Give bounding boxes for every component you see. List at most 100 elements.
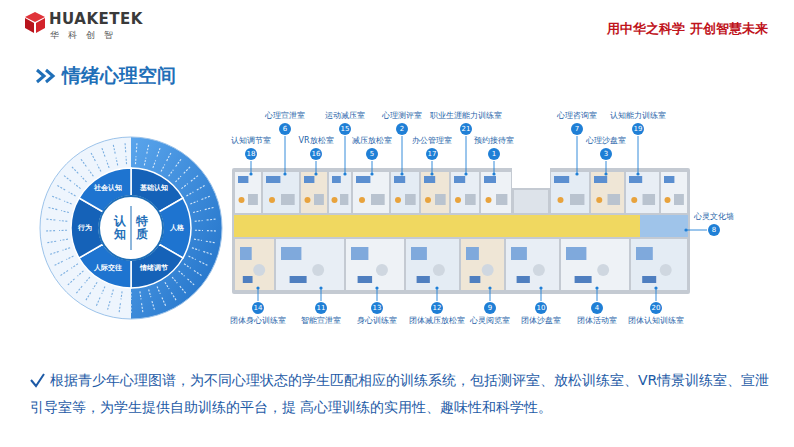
tiny-text-mark [195, 230, 203, 231]
leader-dot [375, 286, 378, 289]
callout-number: 8 [708, 224, 720, 236]
furniture [304, 176, 314, 183]
room-callout: 心理沙盘室3 [586, 136, 626, 162]
tiny-text-mark [61, 211, 69, 213]
tiny-text-mark [144, 158, 146, 166]
outer-ring-right [131, 137, 222, 319]
room-name: 预约接待室 [474, 136, 514, 146]
room-floor [506, 239, 559, 290]
tiny-text-mark [74, 184, 80, 189]
furniture [238, 176, 248, 183]
room-floor [451, 172, 479, 213]
tiny-text-mark [172, 277, 177, 283]
leader-line [437, 288, 438, 301]
tiny-text-mark [81, 176, 87, 182]
room-floor [391, 172, 419, 213]
callout-number: 14 [252, 302, 264, 314]
room-callout: 4团体活动室 [577, 300, 617, 326]
tiny-text-mark [180, 286, 186, 294]
tiny-text-mark [102, 286, 105, 293]
furniture [643, 194, 656, 205]
room-callout: 心理咨询室7 [557, 111, 597, 137]
room-name: 心理沙盘室 [586, 136, 626, 146]
furniture [455, 197, 461, 203]
tiny-text-mark [63, 248, 71, 250]
caption-text: 根据青少年心理图谱，为不同心理状态的学生匹配相应的训练系统，包括测评室、放松训练… [30, 367, 775, 421]
leader-dot [464, 172, 467, 175]
leader-line [494, 161, 495, 174]
leader-line [577, 136, 578, 174]
furniture [597, 264, 609, 276]
callout-number: 15 [339, 123, 351, 135]
furniture [340, 194, 348, 205]
furniture [486, 197, 492, 203]
furniture [305, 197, 311, 203]
tiny-text-mark [45, 219, 55, 220]
furniture [629, 176, 642, 183]
room-floor [235, 239, 274, 290]
tiny-text-mark [184, 264, 191, 268]
room-name: 团体身心训练室 [230, 316, 286, 326]
tiny-text-mark [69, 192, 76, 196]
tiny-text-mark [71, 166, 78, 173]
furniture [248, 194, 258, 205]
leader-line [638, 136, 639, 174]
leader-line [490, 288, 491, 301]
room-callout: VR放松室16 [298, 136, 333, 162]
room-callout: 减压放松室5 [352, 136, 392, 162]
tiny-text-mark [96, 297, 100, 306]
leader-dot [430, 172, 433, 175]
callout-number: 17 [426, 148, 438, 160]
furniture [332, 197, 338, 203]
tiny-text-mark [161, 164, 165, 171]
ring-label: 情绪调节 [140, 263, 168, 273]
room-floor [406, 239, 459, 290]
tiny-text-mark [147, 144, 149, 154]
room-callout: 预约接待室 1 [474, 136, 514, 162]
leader-dot [400, 172, 403, 175]
center-circle [99, 196, 163, 260]
furniture [570, 194, 584, 205]
tiny-text-mark [142, 303, 143, 313]
tiny-text-mark [48, 207, 58, 209]
tiny-text-mark [190, 201, 197, 204]
center-divider [131, 206, 132, 250]
tiny-text-mark [57, 185, 66, 190]
furniture [631, 197, 637, 203]
leader-line [541, 288, 542, 301]
center-word: 认知 [114, 215, 126, 241]
brand-subtitle: 华 科 创 智 [50, 29, 116, 42]
furniture [496, 194, 507, 205]
tiny-text-mark [176, 158, 182, 166]
room-floor [421, 172, 449, 213]
tiny-text-mark [49, 251, 59, 254]
furniture [405, 194, 416, 205]
tiny-text-mark [89, 170, 94, 176]
tiny-text-mark [121, 291, 122, 299]
leader-line [606, 161, 607, 174]
tiny-text-mark [169, 170, 174, 176]
tiny-text-mark [203, 251, 213, 254]
room-name: 团体沙盘室 [521, 316, 561, 326]
furniture [558, 197, 564, 203]
tiny-text-mark [171, 292, 176, 300]
wheel-diagram [40, 137, 222, 319]
outer-ring-border [40, 137, 222, 319]
leader-dot [343, 172, 346, 175]
tiny-text-mark [85, 277, 90, 283]
tiny-text-mark [194, 270, 202, 276]
leader-line [321, 288, 322, 301]
room-name: 认知能力训练室 [610, 111, 666, 121]
room-floor [301, 172, 327, 213]
tiny-text-mark [102, 147, 105, 156]
tiny-text-mark [125, 156, 127, 164]
callout-number: 20 [650, 302, 662, 314]
furniture [356, 176, 370, 183]
furniture [424, 176, 435, 183]
callout-number: 1 [488, 148, 500, 160]
leader-dot [319, 286, 322, 289]
furniture [417, 276, 430, 283]
room-name: 心灵文化墙 [694, 212, 734, 222]
center-word: 特质 [136, 215, 148, 241]
